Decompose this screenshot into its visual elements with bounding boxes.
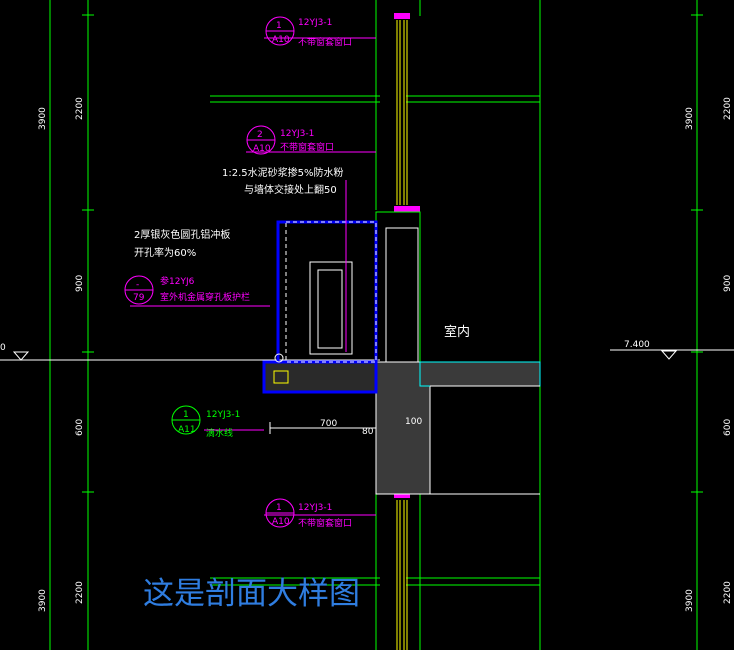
callout-5-num: 1 <box>276 503 282 513</box>
dim-left-inner-top: 2200 <box>75 97 85 120</box>
dimension-lines <box>49 0 703 650</box>
callout-3-text: 室外机金属穿孔板护栏 <box>160 291 250 303</box>
callout-2-sheet: A10 <box>253 144 271 154</box>
note-mortar-line1: 1:2.5水泥砂浆掺5%防水粉 <box>222 166 344 179</box>
elevation-lines <box>0 349 734 361</box>
dim-left-inner-lower: 600 <box>75 419 85 436</box>
callout-2-text: 不带窗套窗口 <box>280 141 334 153</box>
note-panel-line1: 2厚银灰色圆孔铝冲板 <box>134 228 230 241</box>
callout-texts: 1 A10 12YJ3-1 不带窗套窗口 2 A10 12YJ3-1 不带窗套窗… <box>133 18 352 529</box>
dim-right-inner-lower: 600 <box>723 419 733 436</box>
ac-unit-enclosure <box>274 220 378 364</box>
dim-700: 700 <box>320 419 337 429</box>
dim-right-outer-top: 3900 <box>685 107 695 130</box>
dim-left-outer-bottom: 3900 <box>38 589 48 612</box>
elevation-left: 0 <box>0 343 6 353</box>
callout-4-num: 1 <box>183 410 189 420</box>
dimension-700 <box>269 422 377 434</box>
dim-right-inner-top: 2200 <box>723 97 733 120</box>
elevation-right: 7.400 <box>624 340 650 350</box>
dim-left-outer-top: 3900 <box>38 107 48 130</box>
callout-5-sheet: A10 <box>272 517 290 527</box>
callout-circle-drip <box>171 405 201 435</box>
callout-4-sheet: A11 <box>178 425 196 435</box>
dimension-labels: 3900 2200 900 600 3900 2200 3900 2200 90… <box>0 97 733 612</box>
callout-circles <box>124 16 295 528</box>
room-label: 室内 <box>444 324 470 340</box>
window-sills <box>394 13 420 498</box>
notes: 1:2.5水泥砂浆掺5%防水粉 与墙体交接处上翻50 2厚银灰色圆孔铝冲板 开孔… <box>134 166 470 340</box>
caption-text: 这是剖面大样图 <box>143 576 360 612</box>
floor-lines <box>210 0 541 650</box>
callout-3-sheet: 79 <box>133 293 145 303</box>
callout-4-ref: 12YJ3-1 <box>206 410 240 420</box>
dim-left-inner-mid: 900 <box>75 275 85 292</box>
dim-right-inner-mid: 900 <box>723 275 733 292</box>
callout-1-sheet: A10 <box>272 35 290 45</box>
wall-section <box>262 211 541 495</box>
dim-80: 80 <box>362 427 374 437</box>
note-mortar-line2: 与墙体交接处上翻50 <box>244 183 337 196</box>
callout-3-num: - <box>136 280 139 290</box>
callout-5-text: 不带窗套窗口 <box>298 517 352 529</box>
callout-1-num: 1 <box>276 21 282 31</box>
callout-1-ref: 12YJ3-1 <box>298 18 332 28</box>
callout-2-num: 2 <box>257 130 263 140</box>
dim-left-inner-bottom: 2200 <box>75 581 85 604</box>
callout-4-text: 滴水线 <box>206 427 233 439</box>
window-frame <box>375 0 421 650</box>
glazing <box>396 20 408 650</box>
callout-3-ref: 参12YJ6 <box>160 275 195 287</box>
callout-5-ref: 12YJ3-1 <box>298 503 332 513</box>
dim-100: 100 <box>405 417 422 427</box>
note-panel-line2: 开孔率为60% <box>134 246 196 259</box>
callout-1-text: 不带窗套窗口 <box>298 36 352 48</box>
callout-2-ref: 12YJ3-1 <box>280 129 314 139</box>
dim-right-inner-bottom: 2200 <box>723 581 733 604</box>
dim-right-outer-bottom: 3900 <box>685 589 695 612</box>
